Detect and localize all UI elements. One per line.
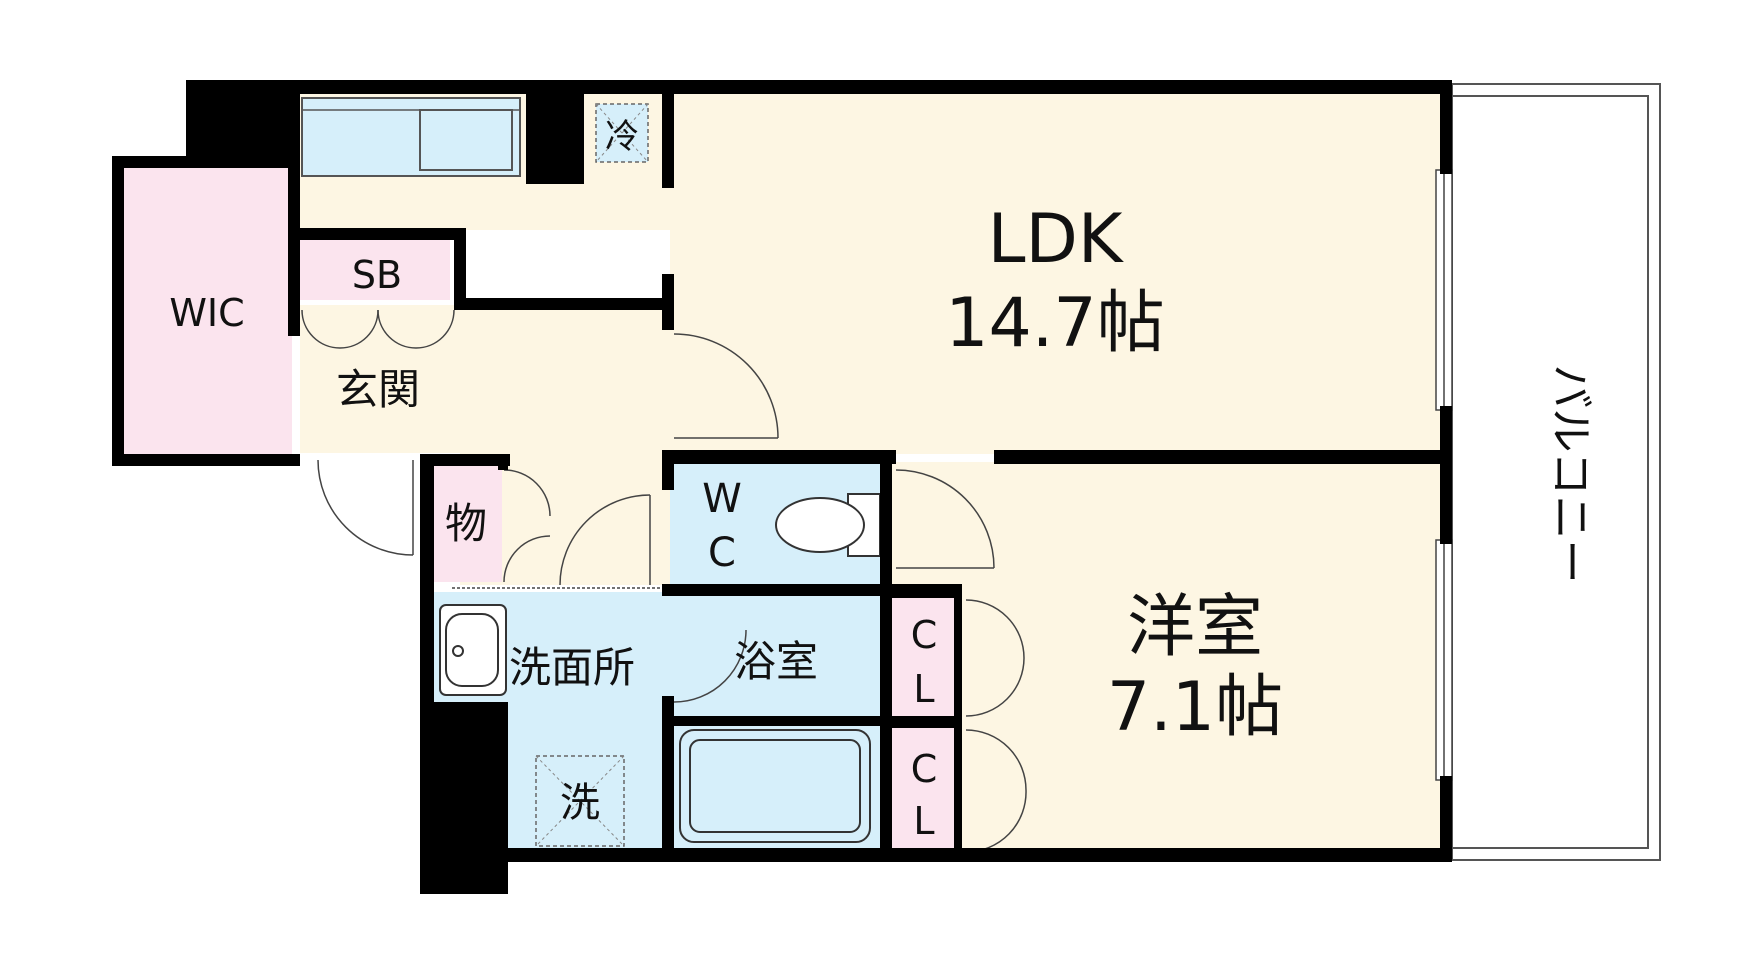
wall-bottom bbox=[420, 848, 1452, 862]
wall-sb-top bbox=[300, 228, 466, 240]
wall-sb-right bbox=[454, 228, 466, 302]
door-western bbox=[895, 469, 995, 569]
ldk-name: LDK bbox=[988, 200, 1125, 279]
fridge-diag-2 bbox=[595, 103, 649, 163]
wall-right-mid bbox=[1440, 406, 1452, 544]
wic-label: WIC bbox=[169, 291, 244, 335]
cl-upper-1: C bbox=[911, 613, 938, 657]
bathtub-inner bbox=[689, 739, 861, 833]
door-swings bbox=[301, 309, 1027, 853]
washer-label: 洗 bbox=[560, 780, 600, 826]
entrance-label: 玄関 bbox=[336, 365, 420, 414]
door-sb-3 bbox=[377, 309, 417, 349]
cl-lower-2: L bbox=[913, 799, 934, 843]
wall-cl-right bbox=[954, 584, 962, 860]
basin-drain bbox=[452, 645, 464, 657]
basin-bowl bbox=[445, 613, 499, 687]
wall-storage-left bbox=[420, 454, 434, 590]
door-cl-lower-1 bbox=[965, 729, 1027, 791]
cl-upper-2: L bbox=[913, 667, 934, 711]
toilet-bowl bbox=[775, 497, 865, 553]
kitchen-counter bbox=[301, 97, 521, 177]
wall-kitchen-ldk-lower bbox=[662, 274, 674, 330]
counter-sink bbox=[419, 109, 513, 171]
toilet-fixture bbox=[775, 493, 881, 557]
floor-western bbox=[892, 462, 1440, 860]
door-ldk bbox=[673, 333, 779, 439]
wall-ldk-bottom-left bbox=[662, 450, 896, 464]
wall-ldk-bottom-right bbox=[994, 450, 1452, 464]
sb-label: SB bbox=[352, 253, 402, 297]
wall-washroom-left bbox=[420, 590, 434, 710]
washer-space bbox=[535, 755, 625, 847]
wall-wic-bottom bbox=[112, 454, 300, 466]
wall-entrance-right bbox=[420, 454, 510, 466]
door-bath bbox=[673, 629, 747, 703]
western-size: 7.1帖 bbox=[1107, 668, 1283, 747]
door-front bbox=[317, 459, 414, 556]
washer-diag-2 bbox=[535, 755, 625, 847]
floor-wic bbox=[122, 168, 292, 458]
wall-bath-left bbox=[662, 696, 674, 860]
fridge-space bbox=[595, 103, 649, 163]
wall-bath-top bbox=[662, 716, 892, 726]
door-hall bbox=[559, 494, 651, 586]
wall-kitchen-ldk bbox=[662, 94, 674, 188]
washroom-label: 洗面所 bbox=[509, 643, 635, 692]
storage-label: 物 bbox=[445, 499, 487, 548]
wc-label-1: W bbox=[702, 476, 742, 522]
door-cl-upper-1 bbox=[965, 599, 1025, 659]
floor-storage bbox=[432, 462, 502, 582]
balcony-label: バルコニー bbox=[1545, 364, 1596, 583]
floor-sb bbox=[300, 240, 450, 300]
walls bbox=[112, 80, 1452, 894]
door-cl-upper-2 bbox=[965, 657, 1025, 717]
bathroom-label: 浴室 bbox=[734, 637, 818, 686]
cl-lower-1: C bbox=[911, 747, 938, 791]
floor-cl-lower-top bbox=[892, 728, 956, 854]
fridge-label: 冷 bbox=[605, 117, 639, 157]
door-sb-1 bbox=[301, 309, 341, 349]
wall-storage-right bbox=[498, 454, 508, 470]
floor-cl-upper-top bbox=[892, 598, 956, 716]
wall-wic-right bbox=[288, 156, 300, 336]
floor-ldk bbox=[670, 94, 1440, 454]
wall-wic-top bbox=[112, 156, 300, 168]
wall-pillar-bottomleft bbox=[420, 702, 508, 894]
wall-pillar-topleft bbox=[186, 80, 300, 158]
wall-hall-top bbox=[454, 298, 670, 310]
wall-cl-mid bbox=[880, 716, 960, 728]
wall-pillar-kitchen bbox=[526, 80, 584, 184]
wall-wc-right bbox=[880, 450, 892, 598]
wall-right-bottom bbox=[1440, 776, 1452, 860]
labels: LDK 14.7帖 洋室 7.1帖 WIC SB 玄関 物 W C 洗面所 浴室… bbox=[169, 117, 1596, 843]
wall-wc-bottom bbox=[662, 584, 892, 596]
door-sb-2 bbox=[339, 309, 379, 349]
wall-top bbox=[186, 80, 1452, 94]
floor-entrance bbox=[300, 305, 460, 453]
wc-label-2: C bbox=[708, 530, 736, 576]
wall-wic-left bbox=[112, 156, 124, 466]
door-sb-4 bbox=[415, 309, 455, 349]
western-name: 洋室 bbox=[1127, 588, 1263, 667]
wall-wc-left bbox=[662, 450, 674, 490]
door-storage-1 bbox=[503, 469, 551, 517]
bathtub bbox=[679, 729, 871, 843]
wash-basin bbox=[439, 604, 507, 696]
door-storage-2 bbox=[503, 535, 551, 583]
ldk-size: 14.7帖 bbox=[945, 284, 1164, 363]
wall-cl-top bbox=[880, 584, 960, 598]
wall-right-top bbox=[1440, 80, 1452, 174]
